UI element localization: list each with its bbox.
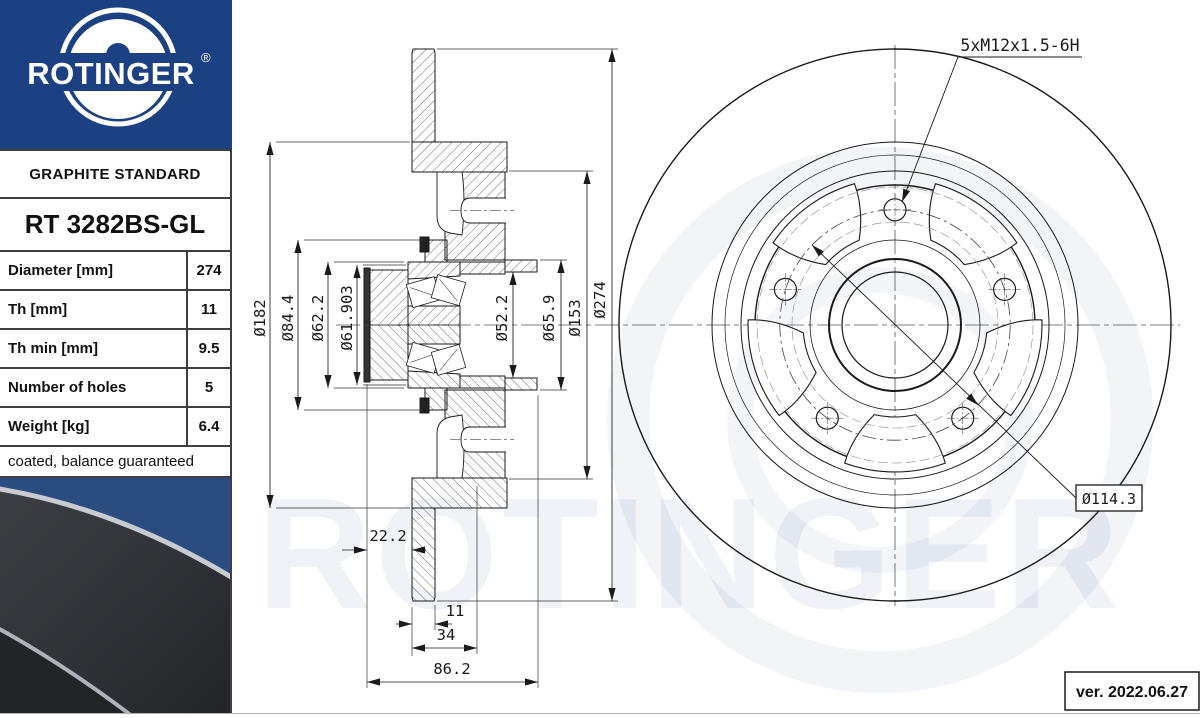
section-bearing-inner-race-seat <box>407 305 461 326</box>
brand-logo: ROTINGER ® <box>0 0 232 151</box>
thread-callout-leader <box>901 56 959 203</box>
dim-label-d52-2: Ø52.2 <box>493 295 511 342</box>
spec-value: 11 <box>186 291 230 328</box>
watermark-text: ROTINGER <box>257 466 1123 642</box>
spec-label: Number of holes <box>8 379 127 396</box>
brake-disc-photo <box>0 478 230 713</box>
bolt-circle-label: Ø114.3 <box>1082 490 1136 508</box>
dim-label-d153: Ø153 <box>566 299 584 336</box>
hub-windows <box>747 183 1043 473</box>
section-bearing-barrel <box>504 259 538 273</box>
hat-outer-circle <box>711 141 1079 509</box>
section-encoder-seal <box>363 267 371 326</box>
version-box: ver. 2022.06.27 <box>1064 671 1200 711</box>
center-bore-circle <box>841 271 949 379</box>
spec-value: 9.5 <box>186 330 230 367</box>
watermark-inner-ring <box>727 267 1033 573</box>
photo-disc-surface <box>0 489 230 713</box>
dim-label-d65-9: Ø65.9 <box>540 295 558 342</box>
reference-circle-inner-dashed <box>791 221 999 429</box>
dim-label-d84-4: Ø84.4 <box>279 295 297 342</box>
section-dimensions <box>266 48 618 688</box>
spec-row-min-thickness: Th min [mm] 9.5 <box>0 330 230 369</box>
flange-circle <box>740 170 1050 480</box>
section-tone-ring <box>419 236 430 253</box>
rotinger-watermark: ROTINGER <box>257 147 1153 693</box>
hub-window <box>928 183 1018 266</box>
front-view <box>618 48 1172 602</box>
spec-value: 6.4 <box>186 408 230 445</box>
spec-row-diameter: Diameter [mm] 274 <box>0 252 230 291</box>
spec-row-weight: Weight [kg] 6.4 <box>0 408 230 447</box>
dim-label-d274: Ø274 <box>591 281 609 318</box>
section-dimension-labels: Ø182 Ø84.4 Ø62.2 Ø61.903 Ø52.2 Ø65.9 Ø15… <box>251 281 609 678</box>
spec-value: 5 <box>186 369 230 406</box>
section-hat-ring <box>411 141 508 173</box>
part-number: RT 3282BS-GL <box>0 199 230 252</box>
thread-callout-label: 5xM12x1.5-6H <box>960 36 1079 55</box>
bolt-circle-label-box <box>1075 484 1143 512</box>
disc-outer-circle <box>618 48 1172 602</box>
spec-label: Th min [mm] <box>8 340 98 357</box>
hub-window <box>747 319 817 417</box>
section-bearing-inner-race <box>366 269 409 326</box>
bolt-circle-dashed <box>779 209 1011 441</box>
hat-step-circle <box>724 154 1066 496</box>
technical-drawing-area: ROTINGER <box>232 0 1200 713</box>
front-view-callouts: 5xM12x1.5-6H Ø114.3 <box>811 36 1143 512</box>
spec-value: 274 <box>186 252 230 289</box>
hub-window <box>772 183 862 266</box>
dim-label-d61-903: Ø61.903 <box>338 285 356 350</box>
hub-window <box>973 319 1043 417</box>
series-label: GRAPHITE STANDARD <box>0 151 230 199</box>
bolt-circle-arrowhead <box>966 393 978 405</box>
photo-disc-rim-highlight <box>0 486 230 580</box>
section-roller-right <box>430 274 467 307</box>
extension-lines <box>276 48 618 688</box>
hub-window <box>844 414 946 473</box>
version-label: ver. 2022.06.27 <box>1076 684 1188 701</box>
spec-label: Diameter [mm] <box>8 262 114 279</box>
coating-note: coated, balance guaranteed <box>0 447 230 478</box>
rotinger-logo-graphic: ROTINGER ® <box>0 0 232 149</box>
spec-label: Th [mm] <box>8 301 68 318</box>
section-hat-pocket <box>436 171 465 236</box>
dim-label-d62-2: Ø62.2 <box>309 295 327 342</box>
spec-label: Weight [kg] <box>8 418 90 435</box>
dim-label-d182: Ø182 <box>251 299 269 336</box>
dim-label-11: 11 <box>446 602 465 620</box>
spec-row-thickness: Th [mm] 11 <box>0 291 230 330</box>
product-sidebar: ROTINGER ® GRAPHITE STANDARD RT 3282BS-G… <box>0 0 232 713</box>
section-hub-ring <box>459 261 506 275</box>
photo-disc-inner-highlight <box>0 627 132 713</box>
reference-circle-outer-dashed <box>756 186 1034 464</box>
section-brake-band <box>411 48 436 143</box>
dim-label-34: 34 <box>437 626 456 644</box>
cross-section-view <box>363 48 538 602</box>
dim-label-86-2: 86.2 <box>433 660 470 678</box>
center-bore-outer-circle <box>828 258 962 392</box>
technical-drawing: ROTINGER <box>251 36 1200 711</box>
logo-text-band <box>6 53 226 91</box>
logo-wordmark: ROTINGER <box>27 56 195 91</box>
registered-trademark-symbol: ® <box>201 50 211 65</box>
version-box-frame <box>1064 671 1200 711</box>
dim-label-22-2: 22.2 <box>369 527 406 545</box>
spec-row-holes: Number of holes 5 <box>0 369 230 408</box>
pilot-circle <box>809 239 981 411</box>
watermark-ring <box>607 147 1153 693</box>
bolt-circle-dimension-line <box>811 244 1077 499</box>
product-photo <box>0 478 230 713</box>
